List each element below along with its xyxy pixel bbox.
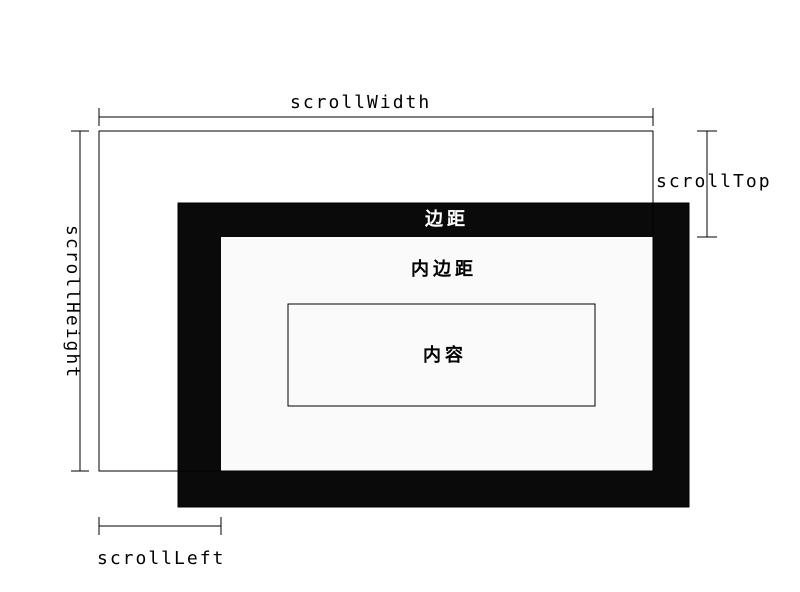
content-label: 内容 [423,345,467,366]
scroll-top-label: scrollTop [656,171,772,192]
scroll-container-outline [98,130,654,472]
content-box [287,303,596,407]
scroll-width-label: scrollWidth [290,92,432,113]
scroll-left-dimension [98,517,222,535]
margin-label: 边距 [425,209,469,230]
scroll-left-label: scrollLeft [97,548,226,569]
padding-label: 内边距 [411,259,477,280]
scroll-height-label: scrollHeight [62,225,83,380]
scroll-top-dimension [697,130,717,238]
padding-box [221,237,653,471]
scroll-width-dimension [98,108,654,126]
scroll-height-dimension [71,130,89,472]
